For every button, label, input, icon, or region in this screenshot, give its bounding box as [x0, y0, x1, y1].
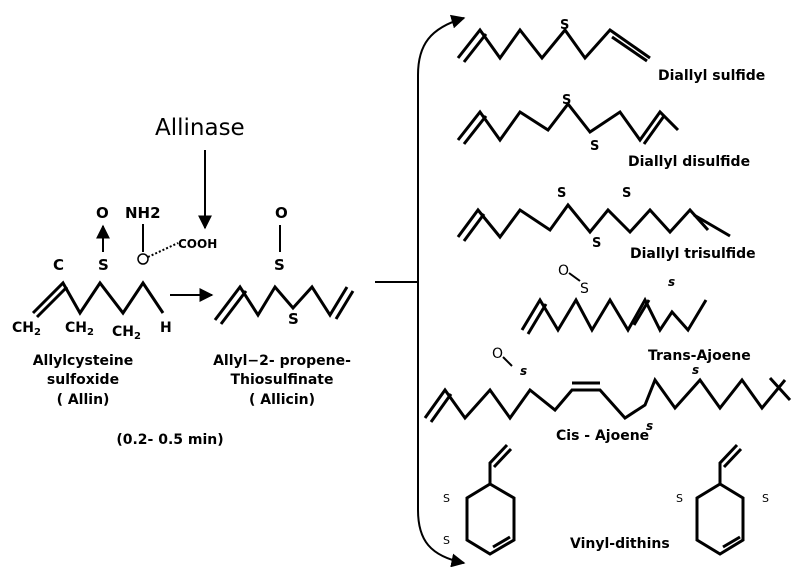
diallyl-trisulfide-atom-s2: S [592, 236, 601, 251]
allin-chain [31, 280, 165, 316]
allin-atom-ch2-a: CH2 [12, 320, 41, 338]
allin-atom-cooh: COOH [178, 237, 217, 251]
allin-atom-h: H [160, 320, 172, 336]
diallyl-trisulfide-atom-s1: S [557, 186, 566, 201]
enzyme-label: Allinase [155, 115, 245, 141]
diallyl-trisulfide-double-bond-left [462, 213, 486, 242]
cis-ajoene-double-bond-left [429, 393, 453, 423]
trans-ajoene-so-bond [568, 272, 581, 282]
product-vinyl-dithins: S S S S Vinyl-dithins [443, 443, 769, 556]
product-diallyl-trisulfide: S S S Diallyl trisulfide [456, 186, 756, 262]
allin-name-line2: sulfoxide [47, 372, 119, 388]
vinyl-dithins-name: Vinyl-dithins [570, 536, 670, 552]
diallyl-trisulfide-double-bond-right [693, 213, 731, 238]
allin-alpha-carbon [137, 253, 149, 265]
diallyl-disulfide-atom-s2: S [590, 139, 599, 154]
branch-bracket [417, 14, 466, 567]
diallyl-disulfide-name: Diallyl disulfide [628, 154, 750, 170]
allicin-structure: O S S [213, 204, 355, 328]
diallyl-sulfide-double-bond-right [611, 35, 648, 63]
diallyl-disulfide-double-bond-right [642, 115, 666, 145]
vinyl-dithin-1-ring [465, 482, 516, 556]
trans-ajoene-atom-s2: s [668, 275, 675, 289]
diallyl-disulfide-chain [456, 101, 680, 143]
cis-ajoene-name: Cis - Ajoene [556, 428, 649, 444]
vinyl-dithin-2-ring [695, 482, 745, 556]
trans-ajoene-double-bond-left [526, 303, 548, 335]
product-diallyl-sulfide: S Diallyl sulfide [456, 18, 765, 84]
cis-ajoene-chain [423, 376, 787, 421]
diallyl-sulfide-atom-s: S [560, 18, 569, 33]
cis-ajoene-atom-s1: s [520, 364, 527, 378]
allicin-atom-o: O [275, 204, 288, 222]
allicin-double-bond-left [219, 290, 248, 325]
allin-atom-s: S [98, 256, 109, 274]
allin-atom-ch2-b: CH2 [65, 320, 94, 338]
allicin-chain [213, 284, 349, 321]
allicin-name-line1: Allyl−2- propene- [213, 353, 351, 369]
diallyl-disulfide-atom-s1: S [562, 93, 571, 108]
cis-ajoene-double-bond-right [768, 376, 792, 402]
diallyl-sulfide-double-bond-left [462, 33, 488, 63]
trans-ajoene-atom-s1: S [580, 281, 589, 297]
diallyl-trisulfide-atom-s3: S [622, 186, 631, 201]
allin-atom-c-label: C [53, 256, 64, 274]
cis-ajoene-atom-o: O [492, 346, 503, 362]
allicin-name-line2: Thiosulfinate [230, 372, 333, 388]
allin-structure: O NH2 C S COOH CH2 CH2 CH2 H [12, 204, 217, 342]
allin-atom-ch2-c: CH2 [112, 324, 141, 342]
vinyl-dithin-2-vinyl-double-bond [722, 447, 743, 469]
vinyl-dithin-1-atom-s2: S [443, 534, 450, 547]
cis-ajoene-atom-s3: s [646, 419, 653, 433]
allin-atom-nh2: NH2 [125, 204, 161, 222]
trans-ajoene-atom-o: O [558, 263, 569, 279]
cis-ajoene-so-bond [502, 356, 513, 367]
vinyl-dithin-2-atom-s2: S [762, 492, 769, 505]
diallyl-trisulfide-chain [456, 202, 710, 240]
allicin-double-bond-right [334, 290, 355, 320]
diallyl-sulfide-chain [456, 27, 651, 61]
vinyl-dithin-2-ring-double-bond [722, 535, 741, 549]
allin-double-bond [35, 285, 69, 319]
vinyl-dithin-1-atom-s1: S [443, 492, 450, 505]
vinyl-dithin-2-vinyl [718, 443, 739, 484]
allicin-atom-s2: S [288, 310, 299, 328]
diallyl-trisulfide-name: Diallyl trisulfide [630, 246, 756, 262]
product-trans-ajoene: O S s Trans-Ajoene [520, 263, 751, 364]
time-note: (0.2- 0.5 min) [116, 432, 223, 448]
vinyl-dithin-1-ring-double-bond [492, 535, 511, 549]
trans-ajoene-name: Trans-Ajoene [648, 348, 751, 364]
diallyl-sulfide-name: Diallyl sulfide [658, 68, 765, 84]
product-cis-ajoene: O s s s Cis - Ajoene [423, 346, 792, 444]
trans-ajoene-chain [520, 296, 708, 334]
allin-atom-o: O [96, 204, 109, 222]
cis-ajoene-atom-s2: s [692, 363, 699, 377]
allicin-atom-s1: S [274, 256, 285, 274]
diallyl-disulfide-double-bond-left [462, 115, 488, 145]
vinyl-dithin-2-atom-s1: S [676, 492, 683, 505]
allin-name-line1: Allylcysteine [33, 353, 134, 369]
trans-ajoene-double-bond-mid [632, 299, 651, 326]
vinyl-dithin-1-vinyl [488, 443, 509, 484]
allin-name-line3: ( Allin) [57, 392, 110, 408]
allin-cooh-bond [147, 242, 179, 258]
allicin-name-line3: ( Allicin) [249, 392, 315, 408]
product-diallyl-disulfide: S S Diallyl disulfide [456, 93, 750, 170]
vinyl-dithin-1-vinyl-double-bond [492, 447, 513, 469]
